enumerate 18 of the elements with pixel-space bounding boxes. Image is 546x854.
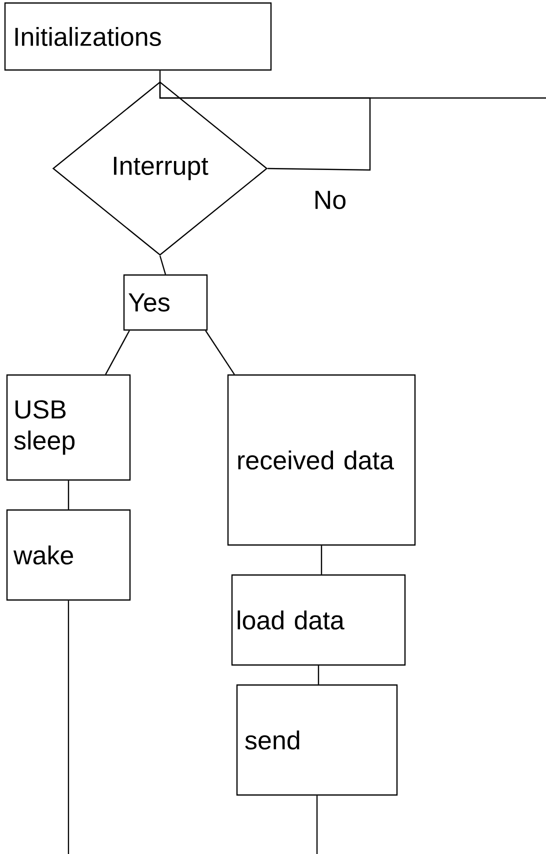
process-box: USB sleep <box>6 374 131 481</box>
process-box: received data <box>227 374 416 546</box>
connector-line <box>316 796 318 854</box>
process-box: Yes <box>123 274 208 331</box>
connector-line <box>159 81 546 99</box>
process-box: wake <box>6 509 131 601</box>
process-box: load data <box>231 574 406 666</box>
connector-line <box>159 70 161 82</box>
process-box: send <box>236 684 398 796</box>
edge-label: No <box>312 190 348 210</box>
connector-line <box>205 330 235 375</box>
connector-line <box>159 256 166 275</box>
connector-line <box>68 600 70 854</box>
connector-line <box>105 330 130 375</box>
connector-line <box>68 480 70 510</box>
process-box: Initializations <box>4 2 272 71</box>
connector-line <box>320 546 322 574</box>
connector-line <box>318 666 320 684</box>
